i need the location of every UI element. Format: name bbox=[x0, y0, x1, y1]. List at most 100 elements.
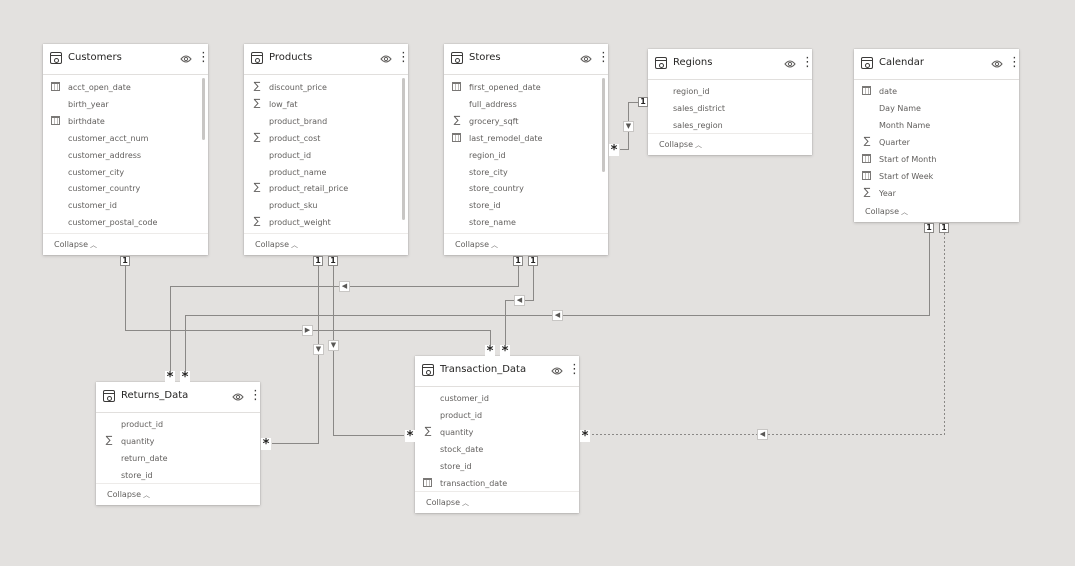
field-row[interactable]: last_remodel_date bbox=[444, 130, 608, 147]
collapse-button[interactable]: Collapse︿ bbox=[54, 240, 97, 249]
collapse-button[interactable]: Collapse︿ bbox=[255, 240, 298, 249]
field-row[interactable]: return_date bbox=[96, 450, 260, 467]
collapse-button[interactable]: Collapse︿ bbox=[659, 140, 702, 149]
field-row[interactable]: sales_district bbox=[648, 100, 812, 117]
field-row[interactable]: store_city bbox=[444, 164, 608, 181]
table-title: Regions bbox=[673, 57, 713, 68]
filter-direction-arrow-icon: ▶ bbox=[302, 325, 313, 336]
field-row[interactable]: product_name bbox=[244, 164, 408, 181]
more-options-icon[interactable]: ⋮ bbox=[568, 362, 581, 377]
field-row[interactable]: customer_acct_num bbox=[43, 130, 208, 147]
field-row[interactable]: customer_city bbox=[43, 164, 208, 181]
collapse-button[interactable]: Collapse︿ bbox=[455, 240, 498, 249]
scrollbar[interactable] bbox=[402, 78, 405, 220]
table-header[interactable]: Products ⋮ bbox=[244, 44, 410, 75]
eye-icon[interactable] bbox=[180, 54, 192, 64]
field-row[interactable]: Day Name bbox=[854, 100, 1019, 117]
filter-direction-arrow-icon: ◀ bbox=[514, 295, 525, 306]
field-row[interactable]: customer_postal_code bbox=[43, 214, 208, 231]
eye-icon[interactable] bbox=[551, 366, 563, 376]
field-row[interactable]: ∑Year bbox=[854, 185, 1019, 202]
field-name: transaction_date bbox=[440, 479, 508, 488]
table-card-transaction-data[interactable]: Transaction_Data ⋮ customer_id product_i… bbox=[415, 356, 581, 513]
table-card-products[interactable]: Products ⋮ ∑discount_price ∑low_fat prod… bbox=[244, 44, 410, 255]
field-row[interactable]: customer_country bbox=[43, 180, 208, 197]
scrollbar[interactable] bbox=[602, 78, 605, 172]
table-card-returns-data[interactable]: Returns_Data ⋮ product_id ∑quantity retu… bbox=[96, 382, 262, 506]
more-options-icon[interactable]: ⋮ bbox=[397, 50, 410, 65]
scrollbar[interactable] bbox=[202, 78, 205, 140]
sigma-icon: ∑ bbox=[253, 81, 261, 92]
table-card-regions[interactable]: Regions ⋮ region_id sales_district sales… bbox=[648, 49, 814, 155]
table-header[interactable]: Stores ⋮ bbox=[444, 44, 610, 75]
cardinality-one: 1 bbox=[328, 256, 338, 266]
field-row[interactable]: first_opened_date bbox=[444, 79, 608, 96]
table-card-calendar[interactable]: Calendar ⋮ date Day Name Month Name ∑Qua… bbox=[854, 49, 1021, 222]
cardinality-one: 1 bbox=[120, 256, 130, 266]
field-row[interactable]: ∑product_weight bbox=[244, 214, 408, 231]
more-options-icon[interactable]: ⋮ bbox=[597, 50, 610, 65]
table-header[interactable]: Calendar ⋮ bbox=[854, 49, 1021, 80]
collapse-row: Collapse︿ bbox=[96, 483, 260, 506]
field-row[interactable]: store_id bbox=[444, 197, 608, 214]
table-header[interactable]: Returns_Data ⋮ bbox=[96, 382, 262, 413]
field-row[interactable]: store_id bbox=[415, 458, 579, 475]
field-name: customer_address bbox=[68, 151, 142, 160]
field-row[interactable]: product_id bbox=[96, 416, 260, 433]
field-row[interactable]: Start of Month bbox=[854, 151, 1019, 168]
table-card-customers[interactable]: Customers ⋮ acct_open_date birth_year bi… bbox=[43, 44, 210, 255]
field-row[interactable]: customer_id bbox=[415, 390, 579, 407]
field-row[interactable]: stock_date bbox=[415, 441, 579, 458]
eye-icon[interactable] bbox=[380, 54, 392, 64]
field-row[interactable]: product_id bbox=[415, 407, 579, 424]
table-header[interactable]: Regions ⋮ bbox=[648, 49, 814, 80]
table-card-stores[interactable]: Stores ⋮ first_opened_date full_address … bbox=[444, 44, 610, 255]
field-row[interactable]: customer_id bbox=[43, 197, 208, 214]
sigma-icon: ∑ bbox=[253, 216, 261, 227]
table-header[interactable]: Transaction_Data ⋮ bbox=[415, 356, 581, 387]
field-row[interactable]: ∑discount_price bbox=[244, 79, 408, 96]
field-row[interactable]: ∑product_cost bbox=[244, 130, 408, 147]
collapse-button[interactable]: Collapse︿ bbox=[107, 490, 150, 499]
field-row[interactable]: date bbox=[854, 83, 1019, 100]
more-options-icon[interactable]: ⋮ bbox=[1008, 55, 1021, 70]
field-row[interactable]: Month Name bbox=[854, 117, 1019, 134]
eye-icon[interactable] bbox=[991, 59, 1003, 69]
field-row[interactable]: ∑product_retail_price bbox=[244, 180, 408, 197]
field-row[interactable]: acct_open_date bbox=[43, 79, 208, 96]
field-row[interactable]: full_address bbox=[444, 96, 608, 113]
table-icon bbox=[103, 390, 115, 402]
table-header[interactable]: Customers ⋮ bbox=[43, 44, 210, 75]
field-row[interactable]: ∑quantity bbox=[415, 424, 579, 441]
field-row[interactable]: store_id bbox=[96, 467, 260, 484]
eye-icon[interactable] bbox=[784, 59, 796, 69]
calendar-icon bbox=[862, 171, 871, 180]
field-row[interactable]: transaction_date bbox=[415, 475, 579, 492]
sigma-icon: ∑ bbox=[453, 115, 461, 126]
table-icon bbox=[451, 52, 463, 64]
field-row[interactable]: customer_address bbox=[43, 147, 208, 164]
field-row[interactable]: ∑quantity bbox=[96, 433, 260, 450]
more-options-icon[interactable]: ⋮ bbox=[801, 55, 814, 70]
field-row[interactable]: birthdate bbox=[43, 113, 208, 130]
field-row[interactable]: ∑grocery_sqft bbox=[444, 113, 608, 130]
eye-icon[interactable] bbox=[580, 54, 592, 64]
cardinality-one: 1 bbox=[528, 256, 538, 266]
field-row[interactable]: birth_year bbox=[43, 96, 208, 113]
field-row[interactable]: ∑Quarter bbox=[854, 134, 1019, 151]
field-row[interactable]: store_name bbox=[444, 214, 608, 231]
field-row[interactable]: sales_region bbox=[648, 117, 812, 134]
field-row[interactable]: product_id bbox=[244, 147, 408, 164]
collapse-button[interactable]: Collapse︿ bbox=[426, 498, 469, 507]
eye-icon[interactable] bbox=[232, 392, 244, 402]
collapse-button[interactable]: Collapse︿ bbox=[865, 207, 908, 216]
field-row[interactable]: store_country bbox=[444, 180, 608, 197]
more-options-icon[interactable]: ⋮ bbox=[197, 50, 210, 65]
field-row[interactable]: region_id bbox=[444, 147, 608, 164]
field-row[interactable]: product_brand bbox=[244, 113, 408, 130]
field-row[interactable]: region_id bbox=[648, 83, 812, 100]
field-row[interactable]: Start of Week bbox=[854, 168, 1019, 185]
field-row[interactable]: product_sku bbox=[244, 197, 408, 214]
more-options-icon[interactable]: ⋮ bbox=[249, 388, 262, 403]
field-row[interactable]: ∑low_fat bbox=[244, 96, 408, 113]
